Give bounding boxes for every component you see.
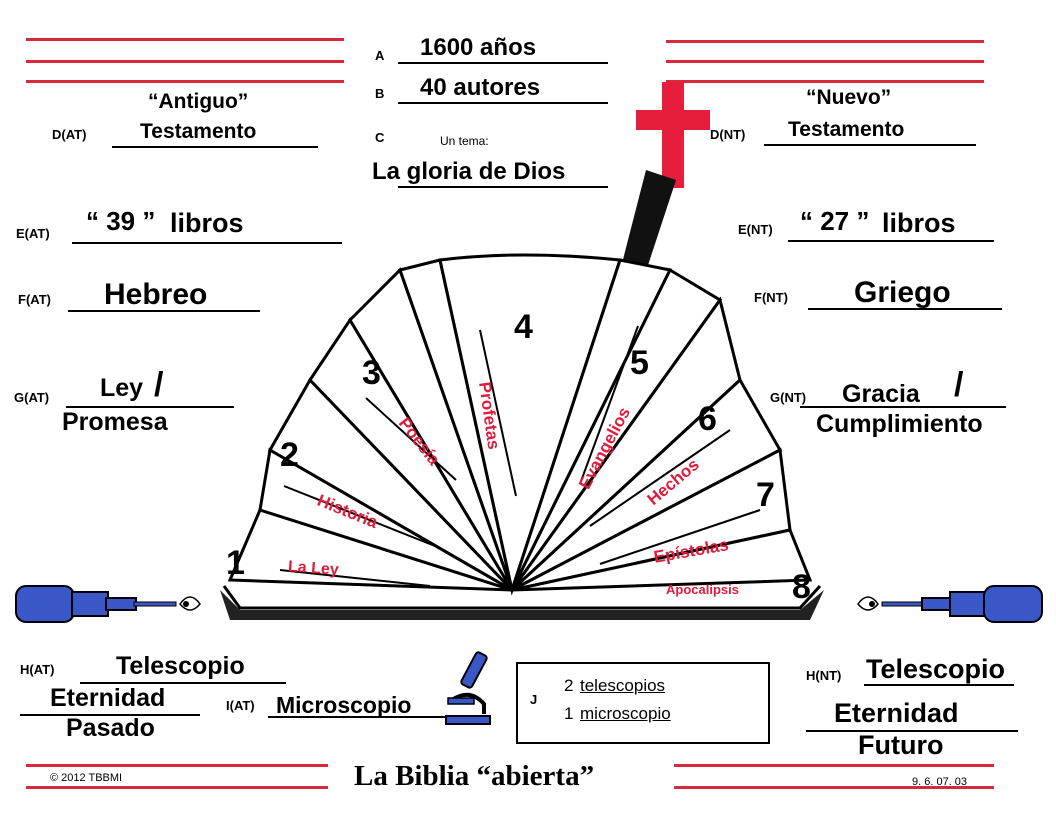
c-underline	[398, 186, 608, 188]
telescope-left-icon	[15, 585, 201, 623]
nt-f-value: Griego	[854, 276, 951, 309]
ot-h-value: Telescopio	[116, 652, 245, 680]
a-underline	[398, 62, 608, 64]
j-letter: J	[530, 692, 538, 707]
nt-g-value1: Gracia	[842, 380, 920, 408]
ot-h-sub2: Pasado	[66, 714, 155, 742]
section-num-4: 4	[514, 308, 533, 346]
ot-h-underline	[80, 682, 286, 684]
nt-h-sub2: Futuro	[858, 730, 944, 760]
nt-quote-word: “Nuevo”	[806, 86, 892, 109]
nt-h-value: Telescopio	[866, 654, 1006, 684]
b-value: 40 autores	[420, 74, 541, 101]
ot-f-value: Hebreo	[104, 278, 208, 311]
nt-g-label: G(NT)	[770, 390, 807, 405]
nt-g-underline	[800, 406, 1006, 408]
section-num-3: 3	[362, 354, 381, 392]
ot-d-label: D(AT)	[52, 127, 87, 142]
section-num-5: 5	[630, 344, 649, 382]
section-num-6: 6	[698, 400, 717, 438]
ot-f-label: F(AT)	[18, 292, 51, 307]
nt-e-underline	[788, 240, 994, 242]
red-line-tr-1	[666, 40, 984, 43]
section-label-1: La Ley	[287, 558, 340, 579]
ot-h-sub1: Eternidad	[50, 684, 166, 712]
red-line-tl-1	[26, 38, 344, 41]
nt-h-sub1: Eternidad	[834, 698, 959, 728]
ot-h-sub-underline	[20, 714, 200, 716]
ot-i-label: I(AT)	[226, 698, 255, 713]
section-label-8: Apocalipsis	[666, 582, 739, 597]
red-line-bl-1	[26, 764, 328, 767]
ot-quote-word: “Antiguo”	[148, 90, 249, 113]
nt-f-underline	[808, 308, 1002, 310]
red-line-br-2	[674, 786, 994, 789]
j-line2-num: 1	[564, 704, 574, 723]
ot-g-label: G(AT)	[14, 390, 50, 405]
nt-d-underline	[764, 144, 976, 146]
ot-e-count: “ 39 ”	[86, 206, 156, 236]
red-line-tl-2	[26, 60, 344, 63]
c-prefix: Un tema:	[440, 134, 489, 148]
label-c: C	[375, 130, 385, 145]
nt-h-label: H(NT)	[806, 668, 842, 683]
ot-f-underline	[68, 310, 260, 312]
section-num-1: 1	[226, 544, 245, 582]
nt-e-count: “ 27 ”	[800, 206, 870, 236]
ot-g-value2: Promesa	[62, 408, 168, 436]
section-num-2: 2	[280, 436, 299, 474]
ot-g-underline	[66, 406, 234, 408]
nt-d-value: Testamento	[788, 118, 905, 141]
section-num-8: 8	[792, 568, 811, 606]
j-summary-box: J 2 telescopios 1 microscopio	[516, 662, 770, 744]
nt-f-label: F(NT)	[754, 290, 788, 305]
red-line-br-1	[674, 764, 994, 767]
red-line-tr-3	[666, 80, 984, 83]
nt-g-value2: Cumplimiento	[816, 410, 983, 438]
ot-h-label: H(AT)	[20, 662, 55, 677]
nt-e-word: libros	[882, 208, 956, 238]
ot-i-underline	[268, 716, 468, 718]
nt-e-label: E(NT)	[738, 222, 773, 237]
ot-e-underline	[72, 242, 342, 244]
open-bible-illustration	[220, 170, 824, 620]
ot-g-value1: Ley	[100, 374, 144, 402]
c-value: La gloria de Dios	[372, 158, 566, 185]
ot-e-label: E(AT)	[16, 226, 50, 241]
j-line1-word: telescopios	[580, 676, 666, 695]
nt-d-label: D(NT)	[710, 127, 746, 142]
telescope-right-icon	[857, 585, 1043, 623]
copyright-text: © 2012 TBBMI	[50, 772, 123, 784]
a-value: 1600 años	[420, 34, 537, 61]
ot-i-value: Microscopio	[276, 692, 412, 718]
microscope-icon	[445, 651, 491, 725]
footer-code: 9. 6. 07. 03	[912, 776, 968, 788]
ot-e-word: libros	[170, 208, 244, 238]
ot-d-value: Testamento	[140, 120, 257, 143]
section-num-7: 7	[756, 476, 775, 514]
label-b: B	[375, 86, 385, 101]
ot-g-slash: /	[154, 366, 164, 404]
b-underline	[398, 102, 608, 104]
red-line-bl-2	[26, 786, 328, 789]
j-line1-num: 2	[564, 676, 574, 695]
red-line-tl-3	[26, 80, 344, 83]
nt-h-sub-underline	[806, 730, 1018, 732]
cross-icon	[636, 82, 710, 188]
nt-h-underline	[864, 684, 1014, 686]
label-a: A	[375, 48, 385, 63]
red-line-tr-2	[666, 60, 984, 63]
nt-g-slash: /	[954, 366, 964, 404]
ot-d-underline	[112, 146, 318, 148]
footer-title: La Biblia “abierta”	[354, 760, 595, 792]
j-line2-word: microscopio	[580, 704, 671, 723]
